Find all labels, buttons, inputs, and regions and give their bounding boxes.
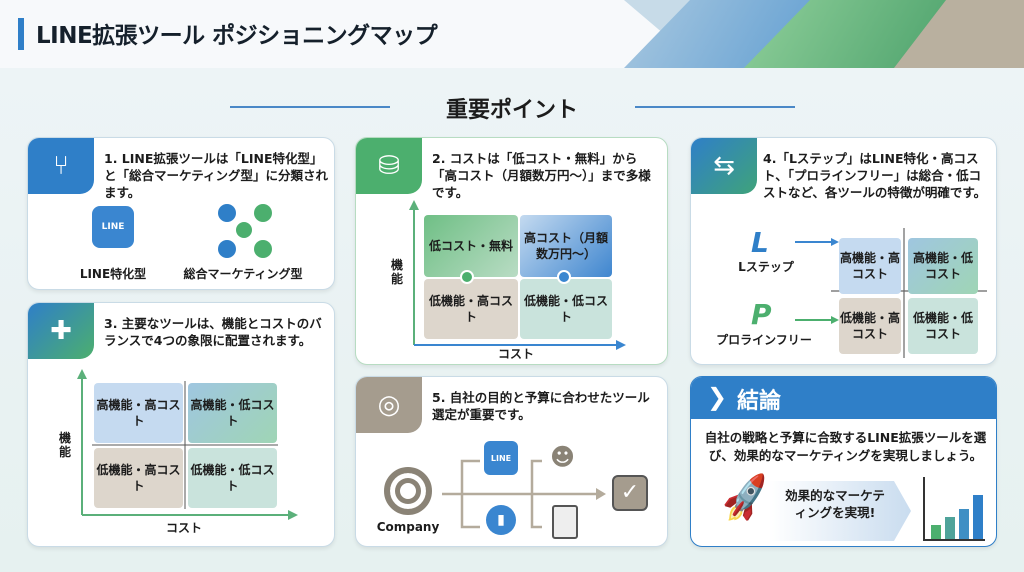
card-text: 1. LINE拡張ツールは「LINE特化型」と「総合マーケティング型」に分類され… — [104, 151, 329, 200]
card-text: 2. コストは「低コスト・無料」から「高コスト（月額数万円〜）」まで多様です。 — [432, 151, 651, 200]
axes — [77, 369, 298, 520]
chevron-right-icon: ❯ — [707, 383, 728, 411]
point-card-4: ⇆ 4.「Lステップ」はLINE特化・高コスト、「プロラインフリー」は総合・低コ… — [690, 137, 997, 365]
divider — [230, 106, 390, 108]
quadrant: 高機能・低コスト — [188, 383, 277, 443]
quadrant: 低機能・低コスト — [520, 279, 612, 339]
company-target-icon — [384, 467, 432, 515]
flow-arrows — [442, 459, 606, 529]
marker-dot — [557, 270, 571, 284]
line-search-icon: LINE — [92, 206, 134, 248]
proline-logo: P — [751, 298, 772, 331]
section-title: 重要ポイント — [445, 98, 578, 123]
growth-chart-icon — [923, 477, 985, 541]
marketing-network-icon — [218, 204, 276, 262]
calculator-icon — [552, 505, 578, 539]
result-banner: 効果的なマーケティングを実現! — [769, 481, 911, 541]
quadrant: 低機能・高コスト — [94, 448, 183, 508]
conclusion-header — [691, 377, 996, 419]
conclusion-text: 自社の戦略と予算に合致するLINE拡張ツールを選び、効果的なマーケティングを実現… — [704, 430, 987, 463]
chart-icon: ▮ — [486, 505, 516, 535]
quadrant: 高機能・高コスト — [839, 238, 901, 294]
y-axis-label: 機能 — [390, 258, 403, 286]
company-label: Company — [376, 520, 440, 534]
header-bar — [0, 0, 1024, 68]
quadrant: 高機能・低コスト — [908, 238, 978, 294]
quadrant: 低機能・低コスト — [188, 448, 277, 508]
x-axis-label: コスト — [165, 521, 202, 535]
quadrant: 低機能・高コスト — [424, 279, 518, 339]
page-title: LINE拡張ツール ポジショニングマップ — [36, 23, 438, 49]
quadrant: 低コスト・無料 — [424, 215, 518, 277]
line-badge: LINE — [490, 453, 512, 463]
divider — [635, 106, 795, 108]
quadrant: 低機能・低コスト — [908, 298, 978, 354]
x-axis-label: コスト — [497, 347, 534, 361]
line-badge: LINE — [101, 222, 125, 232]
type-label: LINE特化型 — [79, 267, 147, 281]
y-axis-label: 機能 — [58, 431, 71, 459]
swap-logos-icon: ⇆ — [691, 138, 757, 194]
target-icon: ◎ — [356, 377, 422, 433]
point-card-3: ✚ 3. 主要なツールは、機能とコストのバランスで4つの象限に配置されます。 高… — [27, 302, 335, 547]
point-card-1: ⑂ 1. LINE拡張ツールは「LINE特化型」と「総合マーケティング型」に分類… — [27, 137, 335, 290]
marker-dot — [460, 270, 474, 284]
tool-label: プロラインフリー — [716, 333, 812, 347]
quadrant: 低機能・高コスト — [839, 298, 901, 354]
line-search-icon: LINE — [484, 441, 518, 475]
quadrant-icon: ✚ — [28, 303, 94, 359]
card-text: 4.「Lステップ」はLINE特化・高コスト、「プロラインフリー」は総合・低コスト… — [763, 151, 987, 200]
support-person-icon: ☻ — [550, 443, 576, 471]
conclusion-title: 結論 — [737, 389, 782, 414]
axes — [409, 200, 626, 350]
quadrant: 高コスト（月額数万円〜） — [520, 215, 612, 277]
coins-tag-icon: ⛁ — [356, 138, 422, 194]
check-icon: ✓ — [612, 475, 648, 511]
card-text: 3. 主要なツールは、機能とコストのバランスで4つの象限に配置されます。 — [104, 316, 322, 348]
conclusion-card: ❯ 結論 自社の戦略と予算に合致するLINE拡張ツールを選び、効果的なマーケティ… — [690, 376, 997, 547]
tool-label: Lステップ — [738, 260, 794, 274]
lstep-logo: L — [751, 226, 769, 259]
point-card-2: ⛁ 2. コストは「低コスト・無料」から「高コスト（月額数万円〜）」まで多様です… — [355, 137, 668, 365]
title-accent — [18, 18, 24, 50]
card-text: 5. 自社の目的と予算に合わせたツール選定が重要です。 — [432, 390, 650, 422]
rocket-icon: 🚀 — [717, 472, 775, 526]
point-card-5: ◎ 5. 自社の目的と予算に合わせたツール選定が重要です。 Company LI… — [355, 376, 668, 547]
type-label: 総合マーケティング型 — [183, 267, 303, 281]
quadrant: 高機能・高コスト — [94, 383, 183, 443]
fork-arrows-icon: ⑂ — [28, 138, 94, 194]
